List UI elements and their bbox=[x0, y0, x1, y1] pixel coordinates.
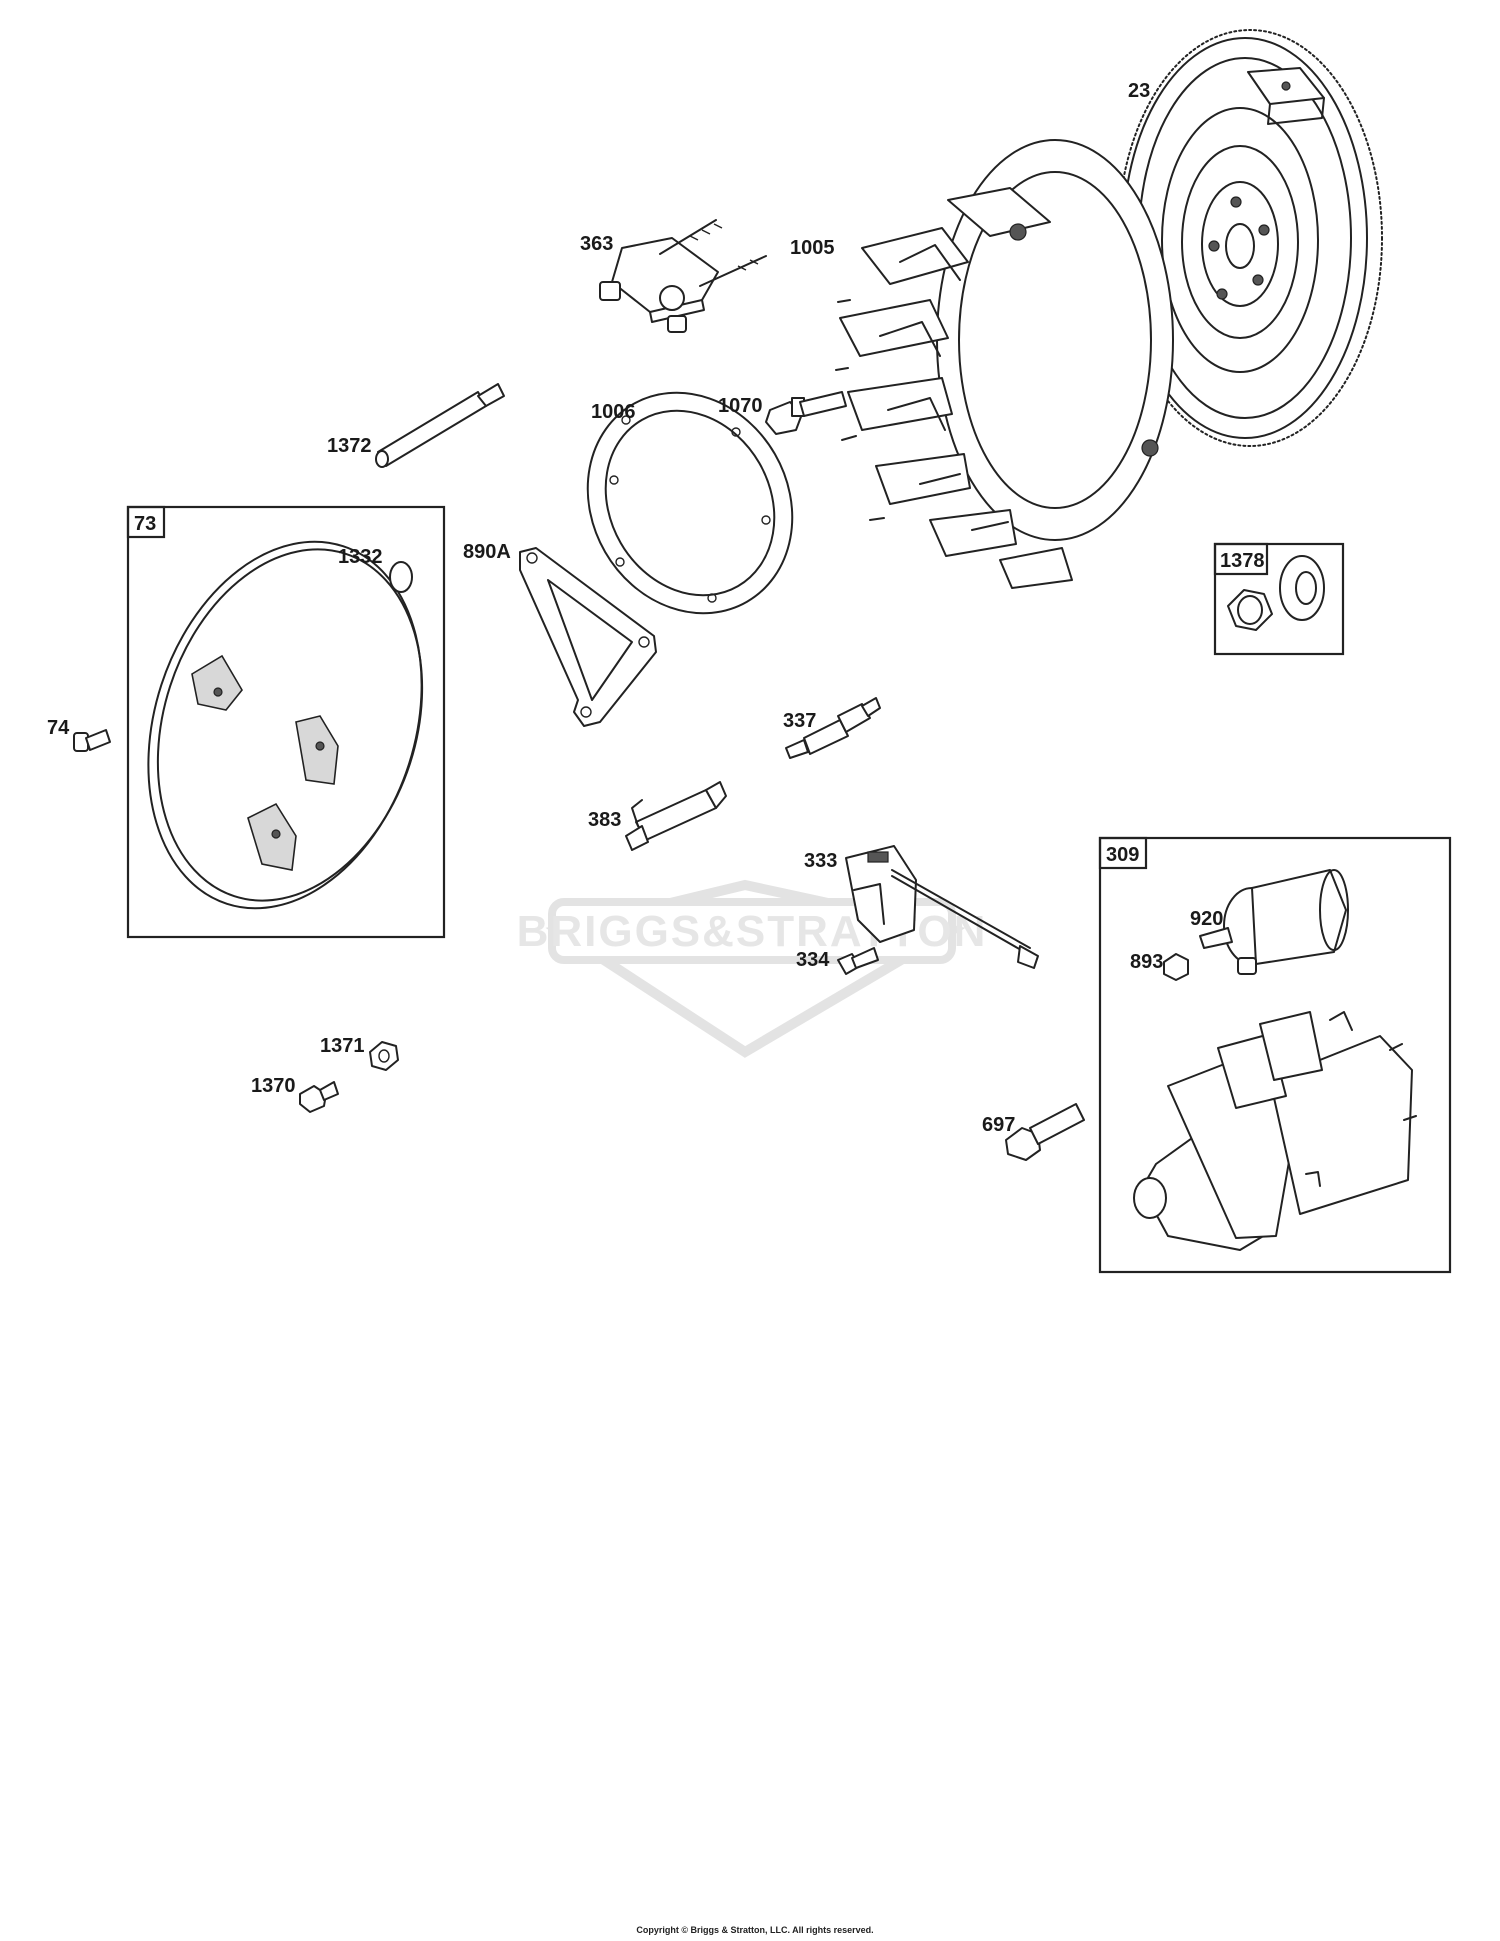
callout-23: 23 bbox=[1128, 80, 1150, 102]
part-1332-washer[interactable] bbox=[389, 561, 413, 593]
part-1378-box[interactable] bbox=[1213, 542, 1345, 656]
part-893-nut[interactable] bbox=[1163, 953, 1189, 981]
copyright-notice: Copyright © Briggs & Stratton, LLC. All … bbox=[636, 1925, 873, 1935]
callout-920: 920 bbox=[1190, 908, 1223, 930]
callout-309: 309 bbox=[1106, 844, 1139, 866]
part-697-bolt[interactable] bbox=[1005, 1103, 1085, 1161]
part-1070-bolt[interactable] bbox=[765, 391, 847, 435]
part-920-solenoid[interactable] bbox=[1199, 869, 1349, 975]
callout-890A: 890A bbox=[463, 541, 511, 563]
part-1372-pin[interactable] bbox=[375, 383, 505, 468]
callout-73: 73 bbox=[134, 513, 156, 535]
part-337-spark-plug[interactable] bbox=[785, 697, 881, 759]
watermark-brand: BRIGGS&STRATTON bbox=[517, 907, 988, 956]
part-23-flywheel[interactable] bbox=[1117, 29, 1383, 447]
callout-1370: 1370 bbox=[251, 1075, 296, 1097]
callout-1005: 1005 bbox=[790, 237, 835, 259]
callout-74: 74 bbox=[47, 717, 70, 739]
part-1005-fan[interactable] bbox=[835, 139, 1174, 589]
callout-1378: 1378 bbox=[1220, 550, 1265, 572]
part-334-bolt[interactable] bbox=[837, 947, 879, 975]
callout-1006: 1006 bbox=[591, 401, 636, 423]
part-1370-bolt[interactable] bbox=[299, 1081, 339, 1113]
part-363-flywheel-puller[interactable] bbox=[599, 219, 767, 333]
part-333-ignition-armature[interactable] bbox=[845, 845, 1039, 969]
callout-337: 337 bbox=[783, 710, 816, 732]
callout-1332: 1332 bbox=[338, 546, 383, 568]
callout-697: 697 bbox=[982, 1114, 1015, 1136]
briggs-stratton-watermark: BRIGGS&STRATTON bbox=[517, 879, 988, 1058]
part-74-bolt[interactable] bbox=[73, 729, 111, 752]
starter-motor-body[interactable] bbox=[1133, 1011, 1417, 1251]
part-73-box[interactable] bbox=[103, 505, 466, 944]
callout-334: 334 bbox=[796, 949, 830, 971]
part-890A-bracket[interactable] bbox=[519, 547, 657, 727]
callout-1371: 1371 bbox=[320, 1035, 365, 1057]
callout-333: 333 bbox=[804, 850, 837, 872]
part-309-box[interactable] bbox=[1098, 836, 1452, 1274]
callout-893: 893 bbox=[1130, 951, 1163, 973]
callout-1372: 1372 bbox=[327, 435, 372, 457]
part-1006-spacer-ring[interactable] bbox=[548, 355, 832, 650]
part-1371-nut[interactable] bbox=[369, 1041, 399, 1071]
callout-363: 363 bbox=[580, 233, 613, 255]
part-383-pin[interactable] bbox=[625, 781, 727, 851]
callout-383: 383 bbox=[588, 809, 621, 831]
callout-1070: 1070 bbox=[718, 395, 763, 417]
